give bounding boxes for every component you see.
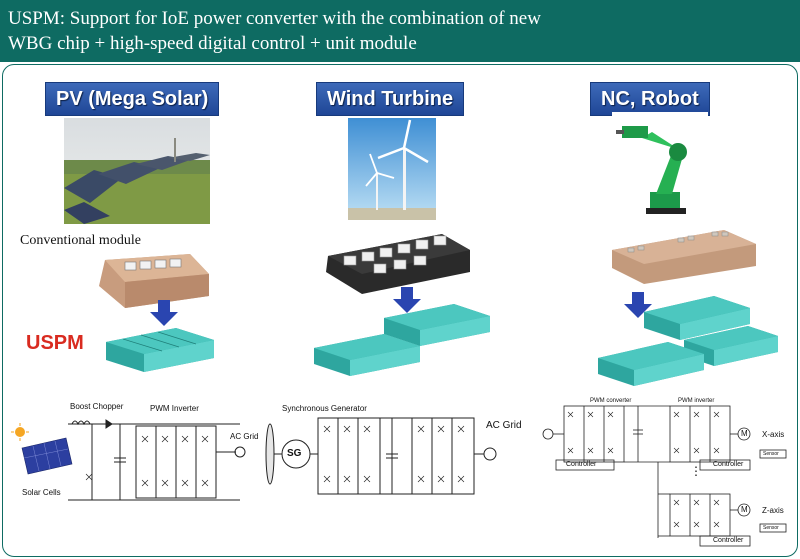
pwm-inverter-label-robot: PWM inverter [678,398,715,404]
solar-cells-label: Solar Cells [22,488,61,497]
x-axis-label: X-axis [762,430,785,439]
conventional-module-label: Conventional module [20,233,141,248]
wind-circuit-schematic [265,417,497,495]
wind-uspm-modules [314,304,490,376]
pwm-inverter-label: PWM Inverter [150,404,199,413]
title-wind-turbine: Wind Turbine [316,82,465,116]
industrial-robot-photo [612,112,708,216]
sg-label: SG [287,448,302,459]
synchronous-generator-label: Synchronous Generator [282,404,367,413]
solar-farm-photo [64,118,210,224]
pv-down-arrow-icon [150,300,178,326]
ac-grid-label: AC Grid [230,432,259,441]
uspm-label: USPM [26,332,84,354]
motor-x-label: M [741,429,748,438]
header-line-1: USPM: Support for IoE power converter wi… [8,8,541,29]
sensor-label-2: Sensor [763,525,779,531]
wind-down-arrow-icon [393,287,421,313]
title-nc-robot: NC, Robot [590,82,710,116]
controller-label-1: Controller [566,461,597,468]
robot-down-arrow-icon [624,292,652,318]
header-line-2: WBG chip + high-speed digital control + … [8,33,417,54]
ellipsis-dots: ⋮ [690,464,702,478]
sun-icon [15,427,25,437]
pwm-converter-label: PWM converter [590,398,632,404]
motor-z-label: M [741,505,748,514]
robot-conventional-module [612,230,756,284]
pv-conventional-module [99,254,209,308]
wind-ac-grid-label: AC Grid [486,420,522,431]
z-axis-label: Z-axis [762,506,784,515]
controller-label-3: Controller [713,537,744,544]
sensor-label-1: Sensor [763,451,779,457]
controller-label-2: Controller [713,461,744,468]
title-pv-mega-solar: PV (Mega Solar) [45,82,220,116]
wind-turbine-photo [348,118,436,220]
slide-header: USPM: Support for IoE power converter wi… [0,0,800,62]
boost-chopper-label: Boost Chopper [70,402,124,411]
pv-circuit-schematic [11,419,246,501]
pv-uspm-module [106,328,214,372]
robot-circuit-schematic [542,405,787,547]
robot-uspm-modules [598,296,778,386]
wind-conventional-module [326,234,470,294]
